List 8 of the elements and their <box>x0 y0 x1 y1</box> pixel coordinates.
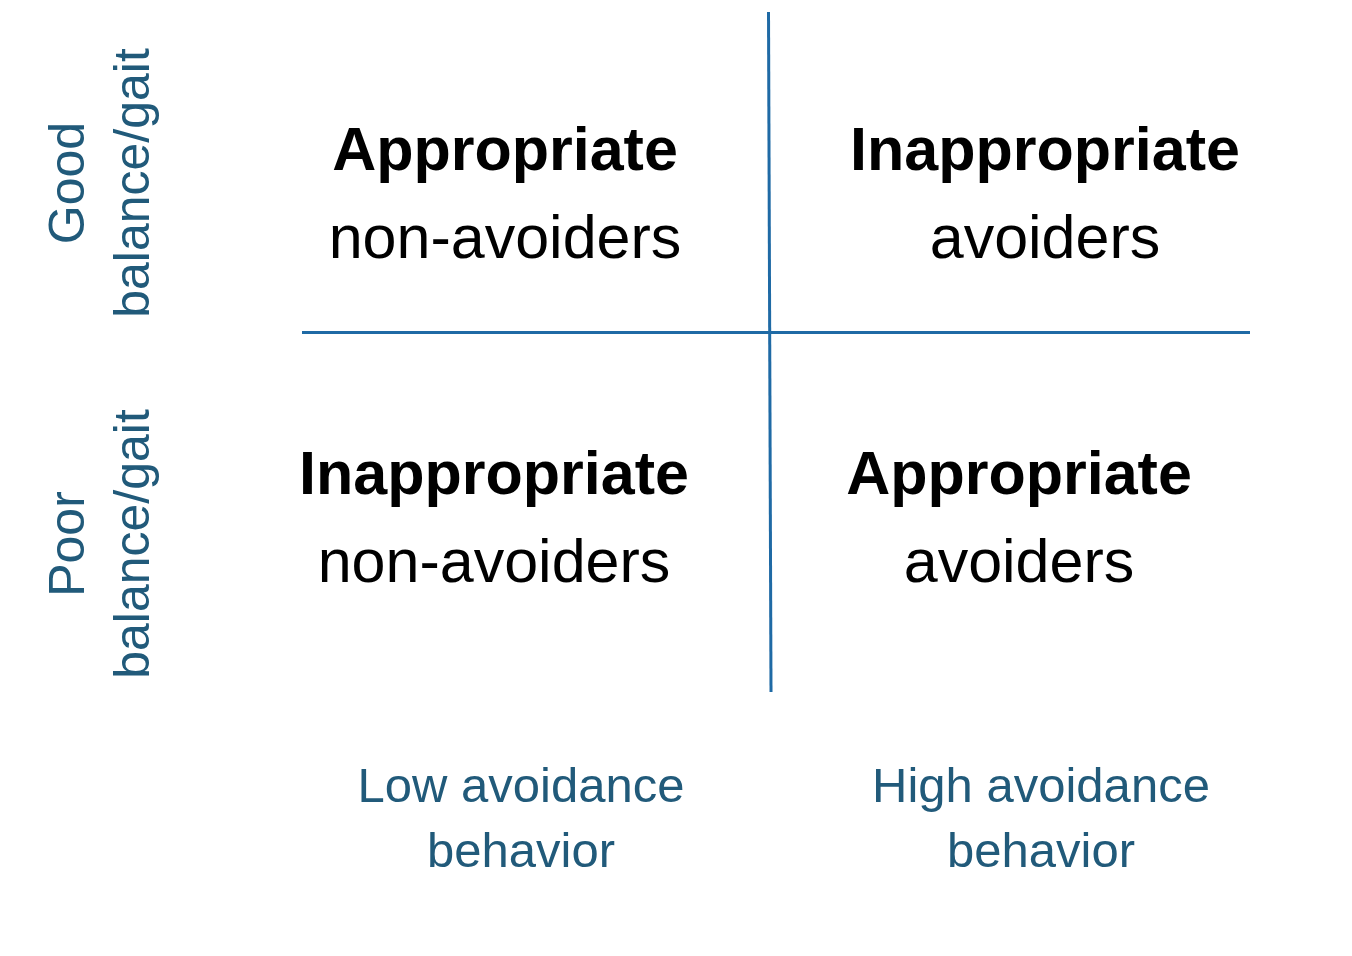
axis-label: Low avoidance behavior <box>356 757 686 879</box>
axis-label: Good balance/gait <box>38 47 161 320</box>
axis-label: High avoidance behavior <box>871 757 1211 879</box>
quadrant-label: Inappropriate avoiders <box>849 114 1241 273</box>
quadrant-label: Inappropriate non-avoiders <box>298 438 690 597</box>
quadrant-label: Appropriate non-avoiders <box>327 114 683 273</box>
axis-label: Poor balance/gait <box>38 408 161 681</box>
quadrant-label: Appropriate avoiders <box>845 438 1193 597</box>
